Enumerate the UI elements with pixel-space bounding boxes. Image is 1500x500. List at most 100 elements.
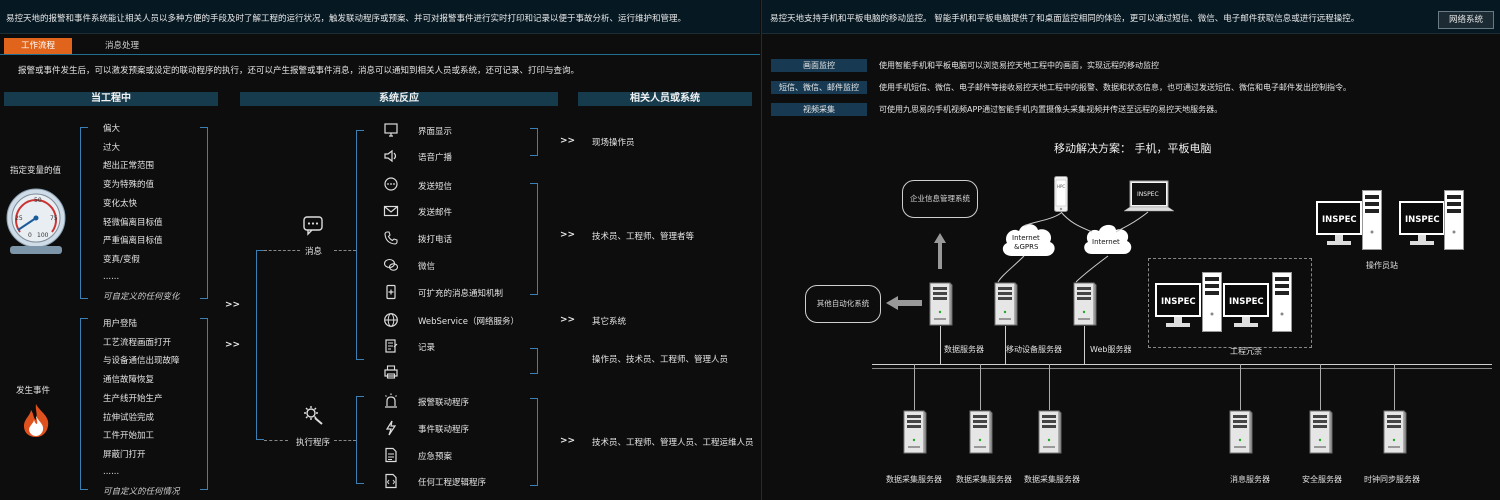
data-server-icon [1309, 410, 1333, 454]
event-condition-item: 生产线开始生产 [103, 393, 163, 404]
variable-condition-item: 变化太快 [103, 198, 138, 209]
envelope-icon [383, 203, 399, 219]
target-technicians: 技术员、工程师、管理者等 [592, 232, 695, 242]
response-label: 事件联动程序 [418, 425, 470, 435]
event-condition-item: 与设备通信出现故障 [103, 356, 180, 367]
svg-text:INSPEC: INSPEC [1405, 215, 1440, 225]
server-tower-icon [929, 282, 953, 326]
tab-underline [0, 54, 760, 55]
bottom-server-label: 数据采集服务器 [956, 475, 1012, 484]
smartphone-icon: HPC [1054, 176, 1068, 212]
variable-condition-item: 变为特殊的值 [103, 180, 155, 191]
feature-text-screen: 使用智能手机和平板电脑可以浏览易控天地工程中的画面，实现远程的移动监控 [879, 61, 1159, 70]
document-icon [383, 447, 399, 463]
target-other-systems: 其它系统 [592, 317, 627, 327]
server-tower-icon [1073, 282, 1097, 326]
target-arrow-4: >> [560, 436, 576, 446]
mobile-plus-icon [383, 284, 399, 300]
variable-condition-item: 过大 [103, 142, 121, 153]
tab-message-handling[interactable]: 消息处理 [104, 41, 139, 51]
left-intro-text: 易控天地的报警和事件系统能让相关人员以多种方便的手段及时了解工程的运行状况，触发… [6, 14, 687, 24]
response-label: WebService（网络服务） [418, 317, 519, 327]
response-label: 任何工程逻辑程序 [418, 478, 487, 488]
bottom-server-label: 时钟同步服务器 [1364, 475, 1420, 484]
data-server-icon [1383, 410, 1407, 454]
target-arrow-1: >> [560, 136, 576, 146]
redundancy-label: 工程冗余 [1230, 347, 1262, 356]
inspec-monitor-icon: INSPEC [1154, 282, 1202, 331]
event-condition-item: 用户登陆 [103, 319, 138, 329]
globe-icon [383, 312, 399, 328]
inspec-monitor-icon: INSPEC [1315, 200, 1363, 249]
feature-badge-video: 视频采集 [771, 103, 867, 116]
variable-condition-item: 变真/变假 [103, 254, 140, 265]
message-hub-icon [302, 214, 324, 236]
server-link [1320, 364, 1321, 410]
workstation-tower-icon [1362, 190, 1382, 250]
inspec-monitor-icon: INSPEC [1222, 282, 1270, 331]
bottom-server-label: 数据采集服务器 [1024, 475, 1080, 484]
variable-condition-item: 可自定义的任何变化 [103, 292, 180, 303]
enterprise-system-box: 企业信息管理系统 [902, 180, 978, 218]
svg-text:INSPEC: INSPEC [1161, 297, 1196, 307]
operator-station-label: 操作员站 [1366, 261, 1398, 270]
execute-gear-icon [302, 404, 324, 426]
target-field-operator: 现场操作员 [592, 138, 635, 148]
top-server-label: 移动设备服务器 [1006, 345, 1062, 354]
cloud2-text: Internet [1092, 238, 1120, 246]
alarm-light-icon [383, 393, 399, 409]
right-top-banner: 易控天地支持手机和平板电脑的移动监控。 智能手机和平板电脑提供了和桌面监控相同的… [762, 0, 1500, 34]
response-label: 微信 [418, 262, 436, 272]
other-automation-box: 其他自动化系统 [805, 285, 881, 323]
header-related-people: 相关人员或系统 [578, 92, 752, 106]
response-label: 发送邮件 [418, 208, 453, 218]
top-server-label: 数据服务器 [944, 345, 984, 354]
bottom-server-label: 安全服务器 [1302, 475, 1342, 484]
event-condition-item: 可自定义的任何情况 [103, 487, 180, 498]
header-in-project: 当工程中 [4, 92, 218, 106]
feature-badge-messaging: 短信、微信、邮件监控 [771, 81, 867, 94]
cloud1-line2: &GPRS [1014, 243, 1039, 251]
speaker-icon [383, 148, 399, 164]
variable-condition-item: 偏大 [103, 124, 121, 134]
gauge-tick-25: 25 [15, 215, 23, 222]
cloud-internet-icon: Internet [1080, 218, 1134, 258]
event-condition-item: 屏蔽门打开 [103, 449, 146, 460]
workstation-tower-icon [1444, 190, 1464, 250]
data-server-icon [1038, 410, 1062, 454]
event-condition-item: 工件开始加工 [103, 431, 155, 442]
cloud-internet-gprs-icon: Internet&GPRS [998, 216, 1058, 262]
left-top-banner: 易控天地的报警和事件系统能让相关人员以多种方便的手段及时了解工程的运行状况，触发… [0, 0, 760, 34]
response-label: 报警联动程序 [418, 398, 470, 408]
event-condition-item: 通信故障恢复 [103, 375, 155, 386]
monitor-icon [383, 122, 399, 138]
phone-brand: HPC [1057, 184, 1065, 189]
network-bus [872, 364, 1492, 365]
workstation-tower-icon [1202, 272, 1222, 332]
chat-bubble-icon [383, 177, 399, 193]
laptop-inspec: INSPEC [1137, 191, 1159, 198]
server-link [1240, 364, 1241, 410]
variable-condition-item: 超出正常范围 [103, 161, 155, 172]
svg-text:INSPEC: INSPEC [1322, 215, 1357, 225]
arrow-a: >> [225, 300, 241, 310]
network-system-button[interactable]: 网络系统 [1438, 11, 1494, 29]
target-operators: 操作员、技术员、工程师、管理人员 [592, 355, 729, 365]
arrow-b: >> [225, 340, 241, 350]
bottom-server-label: 消息服务器 [1230, 475, 1270, 484]
gauge-tick-0: 0 [28, 232, 32, 239]
right-intro-text: 易控天地支持手机和平板电脑的移动监控。 智能手机和平板电脑提供了和桌面监控相同的… [770, 14, 1360, 24]
hub-message-label: 消息 [305, 247, 323, 257]
gauge-tick-50: 50 [34, 197, 42, 204]
response-label: 语音广播 [418, 153, 453, 163]
laptop-icon: INSPEC [1123, 180, 1175, 214]
tab-workflow[interactable]: 工作流程 [4, 38, 72, 54]
event-condition-item: ...... [103, 466, 120, 477]
target-arrow-2: >> [560, 230, 576, 240]
bottom-server-label: 数据采集服务器 [886, 475, 942, 484]
left-arrow-icon [886, 296, 922, 310]
hub-execute-label: 执行程序 [296, 438, 331, 448]
workflow-description: 报警或事件发生后，可以激发预案或设定的联动程序的执行，还可以产生报警或事件消息，… [18, 66, 580, 76]
variable-condition-item: 轻微偏离目标值 [103, 217, 163, 228]
up-arrow-icon [934, 233, 946, 269]
